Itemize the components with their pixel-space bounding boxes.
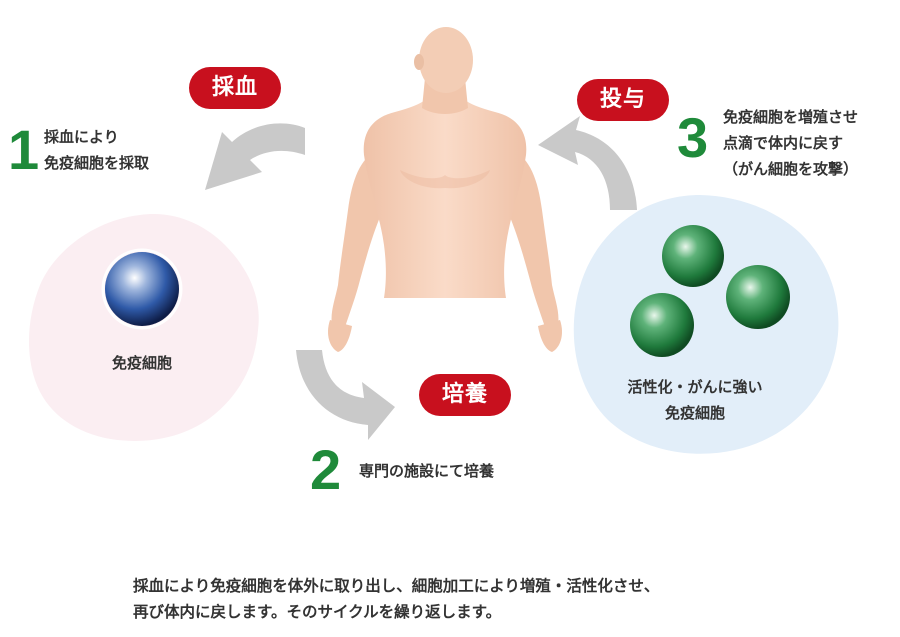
step-3-badge: 投与 [577,79,669,121]
arrow-collect [205,123,305,190]
arrow-administer [538,116,637,210]
step-3-number: 3 [677,106,709,169]
immune-cell-label: 免疫細胞 [111,354,172,372]
step-1-description: 採血により 免疫細胞を採取 [44,124,149,176]
step-3-line-3: （がん細胞を攻撃） [723,160,859,178]
activated-cell-3 [630,293,694,357]
activated-cell-label-line-2: 免疫細胞 [664,404,725,422]
caption-line-2: 再び体内に戻します。そのサイクルを繰り返します。 [133,603,502,621]
arrow-culture [296,350,395,440]
activated-cell-1 [662,225,724,287]
activated-cell-2 [726,265,790,329]
immune-cell [105,252,179,326]
human-torso [327,27,563,352]
step-1-number: 1 [8,118,40,181]
step-2-badge: 培養 [419,374,511,416]
step-3-line-1: 免疫細胞を増殖させ [723,108,859,126]
step-2-description: 専門の施設にて培養 [359,458,494,484]
step-1-badge: 採血 [189,67,281,109]
blue-blob [573,195,839,454]
step-3-line-2: 点滴で体内に戻す [723,134,844,152]
activated-cell-label-line-1: 活性化・がんに強い [627,378,763,396]
step-1-line-2: 免疫細胞を採取 [44,154,150,172]
activated-cell-label: 活性化・がんに強い 免疫細胞 [610,374,780,426]
caption-line-1: 採血により免疫細胞を体外に取り出し、細胞加工により増殖・活性化させ、 [133,577,660,595]
step-2-number: 2 [310,438,342,501]
caption: 採血により免疫細胞を体外に取り出し、細胞加工により増殖・活性化させ、 再び体内に… [133,573,833,625]
step-2-line-1: 専門の施設にて培養 [359,462,495,480]
step-3-description: 免疫細胞を増殖させ 点滴で体内に戻す （がん細胞を攻撃） [723,104,858,182]
step-1-line-1: 採血により [44,128,119,146]
